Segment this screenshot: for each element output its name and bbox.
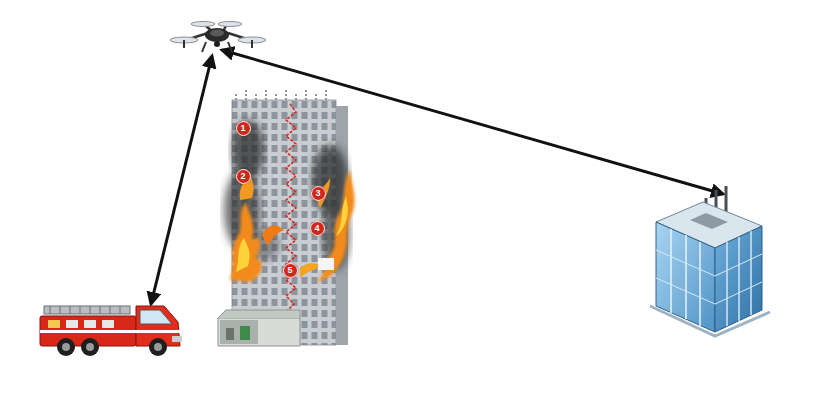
callout-number: 4 [310,221,325,236]
callout-number: 5 [283,263,298,278]
burning-building [218,90,355,346]
fire-truck [40,306,182,356]
link-arrow [222,50,723,194]
callout-number: 2 [236,169,251,184]
office-building [650,186,770,336]
link-arrow [151,56,212,304]
callout-number: 1 [236,121,251,136]
drone [170,22,266,53]
callout-number: 3 [311,186,326,201]
